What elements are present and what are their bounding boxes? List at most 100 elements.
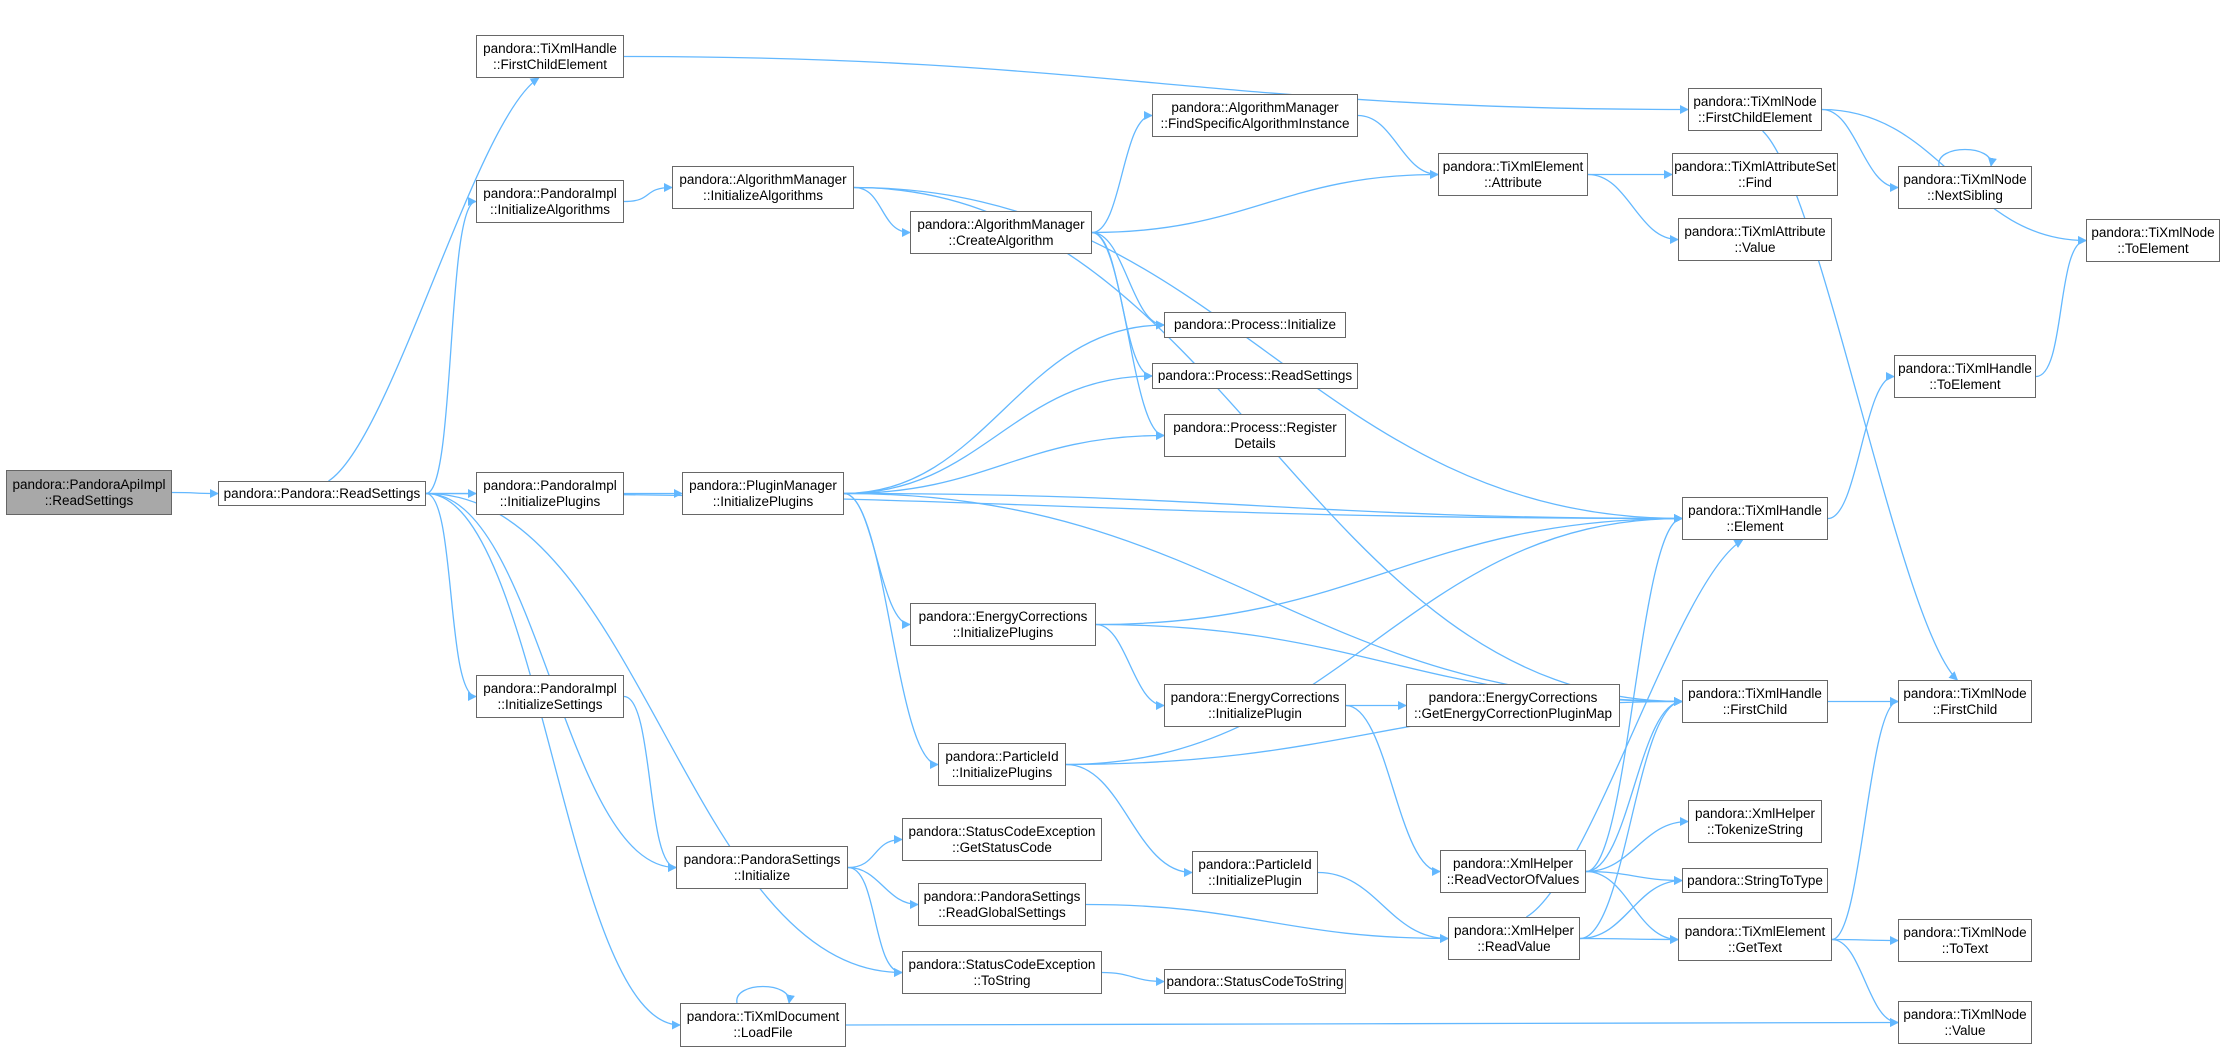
node-label-line1: pandora::TiXmlNode: [1903, 171, 2027, 187]
node-pandora-settings-initialize[interactable]: pandora::PandoraSettings ::Initialize: [676, 846, 848, 889]
node-pandora-settings-read-global-settings[interactable]: pandora::PandoraSettings ::ReadGlobalSet…: [918, 883, 1086, 926]
node-label-line1: pandora::PandoraSettings: [683, 851, 841, 867]
node-label-line2: ::GetEnergyCorrectionPluginMap: [1413, 705, 1613, 721]
node-label-line2: ::InitializePlugins: [499, 493, 601, 509]
node-pandora-impl-initialize-settings[interactable]: pandora::PandoraImpl ::InitializeSetting…: [476, 675, 624, 718]
node-algorithm-manager-initialize-algorithms[interactable]: pandora::AlgorithmManager ::InitializeAl…: [672, 166, 854, 209]
node-label-line1: pandora::Process::Initialize: [1173, 317, 1337, 332]
node-label-line1: pandora::AlgorithmManager: [679, 171, 847, 187]
node-tixmlhandle-to-element[interactable]: pandora::TiXmlHandle ::ToElement: [1894, 355, 2036, 398]
node-label-line2: ::Find: [1738, 174, 1772, 190]
node-label-line1: pandora::StatusCodeToString: [1166, 973, 1344, 989]
node-label-line2: ::InitializeAlgorithms: [702, 187, 824, 203]
node-xmlhelper-read-vector-of-values[interactable]: pandora::XmlHelper ::ReadVectorOfValues: [1440, 850, 1586, 893]
node-label-line1: pandora::PandoraImpl: [483, 477, 617, 493]
node-tixmlhandle-first-child-element[interactable]: pandora::TiXmlHandle ::FirstChildElement: [476, 35, 624, 78]
node-tixmlnode-first-child[interactable]: pandora::TiXmlNode ::FirstChild: [1898, 680, 2032, 723]
node-label-line1: pandora::EnergyCorrections: [918, 608, 1088, 624]
edge-n6-n11: [853, 186, 911, 237]
node-plugin-manager-initialize-plugins[interactable]: pandora::PluginManager ::InitializePlugi…: [682, 472, 844, 515]
node-energy-corrections-get-energy-correction-plugin-map[interactable]: pandora::EnergyCorrections ::GetEnergyCo…: [1406, 684, 1620, 727]
edge-n16-n25: [1065, 514, 1683, 766]
node-tixmlnode-next-sibling[interactable]: pandora::TiXmlNode ::NextSibling: [1898, 166, 2032, 209]
node-label-line1: pandora::TiXmlHandle: [1898, 360, 2032, 376]
node-status-code-exception-get-status-code[interactable]: pandora::StatusCodeException ::GetStatus…: [902, 818, 1102, 861]
edge-n8-n17: [847, 835, 903, 869]
node-xmlhelper-read-value[interactable]: pandora::XmlHelper ::ReadValue: [1448, 917, 1580, 960]
node-label-line2: ::InitializePlugins: [951, 764, 1053, 780]
node-label-line1: pandora::Process::ReadSettings: [1157, 368, 1353, 383]
node-particle-id-initialize-plugin[interactable]: pandora::ParticleId ::InitializePlugin: [1192, 851, 1318, 894]
edge-n28-n25: [1585, 514, 1683, 873]
node-label-line1: pandora::PandoraImpl: [483, 680, 617, 696]
node-tixmlnode-to-text[interactable]: pandora::TiXmlNode ::ToText: [1898, 919, 2032, 962]
node-pandora-read-settings[interactable]: pandora::Pandora::ReadSettings: [218, 481, 426, 506]
edge-n3-n6: [623, 183, 673, 203]
edge-n34-n37: [1831, 697, 1899, 941]
node-tixmlelement-attribute[interactable]: pandora::TiXmlElement ::Attribute: [1438, 153, 1588, 196]
edge-n1-n5: [425, 492, 477, 701]
node-label-line1: pandora::XmlHelper: [1453, 922, 1575, 938]
node-label-line2: ::Value: [1944, 1022, 1986, 1038]
edge-n7-n25: [843, 492, 1683, 523]
node-label-line2: ::Initialize: [733, 867, 791, 883]
node-label-line1: pandora::TiXmlNode: [2091, 224, 2215, 240]
edge-n15-n25: [1095, 514, 1683, 626]
node-algorithm-manager-create-algorithm[interactable]: pandora::AlgorithmManager ::CreateAlgori…: [910, 211, 1092, 254]
node-label-line1: pandora::TiXmlHandle: [1688, 502, 1822, 518]
node-tixmlnode-to-element[interactable]: pandora::TiXmlNode ::ToElement: [2086, 219, 2220, 262]
node-pandora-impl-initialize-plugins[interactable]: pandora::PandoraImpl ::InitializePlugins: [476, 472, 624, 515]
node-pandora-impl-initialize-algorithms[interactable]: pandora::PandoraImpl ::InitializeAlgorit…: [476, 180, 624, 223]
node-label-line2: ::FirstChildElement: [492, 56, 608, 72]
node-tixmlnode-first-child-element[interactable]: pandora::TiXmlNode ::FirstChildElement: [1688, 88, 1822, 131]
node-energy-corrections-initialize-plugin[interactable]: pandora::EnergyCorrections ::InitializeP…: [1164, 684, 1346, 727]
node-status-code-to-string[interactable]: pandora::StatusCodeToString: [1164, 969, 1346, 994]
node-tixmlhandle-first-child[interactable]: pandora::TiXmlHandle ::FirstChild: [1682, 680, 1828, 723]
edge-n8-n18: [847, 866, 919, 909]
edge-n7-n26: [843, 492, 1683, 706]
node-label-line1: pandora::TiXmlNode: [1903, 924, 2027, 940]
node-tixmlattribute-value[interactable]: pandora::TiXmlAttribute ::Value: [1678, 218, 1832, 261]
node-xmlhelper-tokenize-string[interactable]: pandora::XmlHelper ::TokenizeString: [1688, 800, 1822, 843]
edge-n24-n31: [1587, 173, 1679, 244]
edge-n11-n14: [1091, 231, 1165, 440]
node-tixmlhandle-element[interactable]: pandora::TiXmlHandle ::Element: [1682, 497, 1828, 540]
node-label-line1: pandora::PandoraImpl: [483, 185, 617, 201]
edge-n25-n36: [1827, 372, 1895, 520]
edge-n21-n29: [1317, 871, 1449, 943]
node-particle-id-initialize-plugins[interactable]: pandora::ParticleId ::InitializePlugins: [938, 743, 1066, 786]
edge-n7-n16: [843, 492, 939, 769]
node-tixmldocument-load-file[interactable]: pandora::TiXmlDocument ::LoadFile: [680, 1003, 846, 1047]
node-label-line1: pandora::ParticleId: [1198, 856, 1312, 872]
node-string-to-type[interactable]: pandora::StringToType: [1682, 868, 1828, 893]
node-process-register-details[interactable]: pandora::Process::Register Details: [1164, 414, 1346, 457]
node-energy-corrections-initialize-plugins[interactable]: pandora::EnergyCorrections ::InitializeP…: [910, 603, 1096, 646]
node-tixmlnode-value[interactable]: pandora::TiXmlNode ::Value: [1898, 1001, 2032, 1044]
node-label-line2: ::InitializeSettings: [497, 696, 603, 712]
node-label-line1: pandora::TiXmlElement: [1684, 923, 1826, 939]
node-label-line1: pandora::StringToType: [1687, 872, 1823, 888]
node-label-line1: pandora::EnergyCorrections: [1428, 689, 1598, 705]
node-label-line2: ::InitializePlugin: [1208, 872, 1302, 888]
node-tixmlattributeset-find[interactable]: pandora::TiXmlAttributeSet ::Find: [1672, 153, 1838, 196]
node-label-line1: pandora::TiXmlHandle: [1688, 685, 1822, 701]
node-label-line1: pandora::TiXmlNode: [1903, 1006, 2027, 1022]
edge-n11-n24: [1091, 170, 1439, 234]
edge-n1-n2: [328, 77, 540, 482]
node-label-line2: ::FindSpecificAlgorithmInstance: [1160, 115, 1350, 131]
node-process-read-settings[interactable]: pandora::Process::ReadSettings: [1152, 363, 1358, 389]
node-status-code-exception-to-string[interactable]: pandora::StatusCodeException ::ToString: [902, 951, 1102, 994]
edge-n29-n34: [1579, 934, 1679, 944]
node-label-line1: pandora::XmlHelper: [1694, 805, 1816, 821]
node-label-line1: pandora::PandoraSettings: [923, 888, 1081, 904]
edge-n6-n25: [853, 186, 1683, 523]
node-tixmlelement-get-text[interactable]: pandora::TiXmlElement ::GetText: [1678, 918, 1832, 961]
node-process-initialize[interactable]: pandora::Process::Initialize: [1164, 312, 1346, 338]
node-label-line1: pandora::PluginManager: [689, 477, 837, 493]
edge-n2-n23: [623, 55, 1689, 114]
edge-n16-n21: [1065, 763, 1193, 877]
node-algorithm-manager-find-specific-algorithm-instance[interactable]: pandora::AlgorithmManager ::FindSpecific…: [1152, 94, 1358, 137]
node-label-line1: pandora::TiXmlElement: [1442, 158, 1584, 174]
node-label-line2: ::InitializeAlgorithms: [489, 201, 611, 217]
node-label-line1: pandora::TiXmlNode: [1903, 685, 2027, 701]
